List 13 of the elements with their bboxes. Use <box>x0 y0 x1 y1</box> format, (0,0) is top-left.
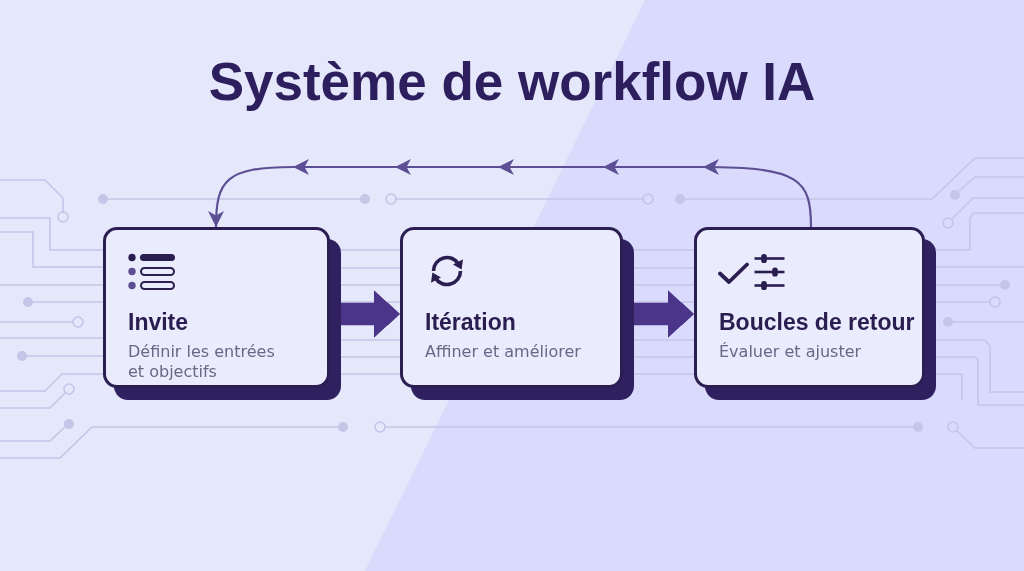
card-title: Invite <box>128 309 190 335</box>
card-title: Boucles de retour <box>719 309 916 335</box>
card-description: Définir les entrées et objectifs <box>128 342 276 382</box>
process-card <box>103 227 341 400</box>
card-title: Itération <box>425 309 517 335</box>
card-description: Affiner et améliorer <box>425 342 582 362</box>
process-card <box>694 227 936 400</box>
feedback-loop-arrow <box>208 159 813 228</box>
diagram-title: Système de workflow IA <box>208 51 816 113</box>
process-card <box>400 227 634 400</box>
block-arrow <box>634 290 694 338</box>
block-arrow <box>341 290 400 338</box>
card-description: Évaluer et ajuster <box>719 342 863 362</box>
